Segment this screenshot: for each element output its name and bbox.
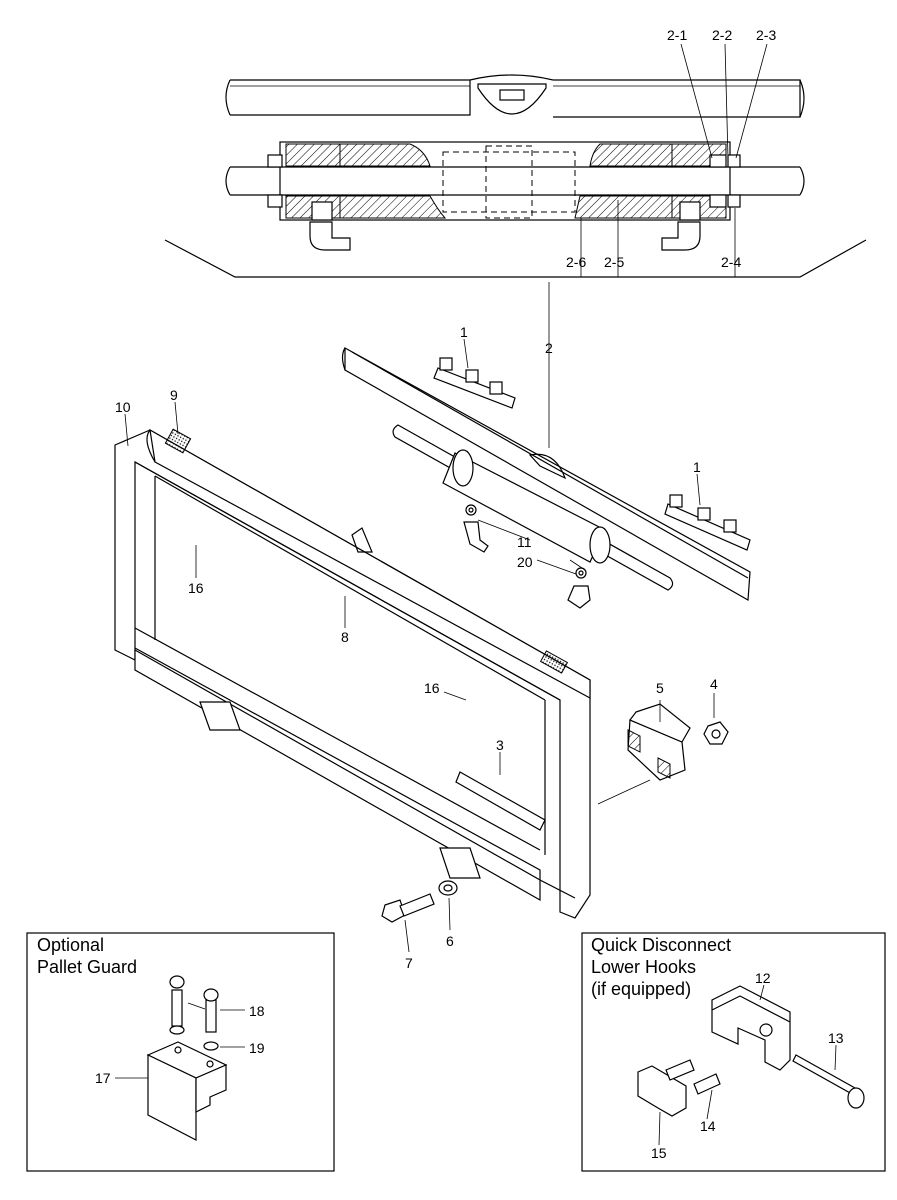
- pallet-guard-inset: [26, 932, 335, 1172]
- callout-1-left: 1: [460, 324, 468, 340]
- lower-hooks-title-line3: (if equipped): [591, 979, 691, 999]
- lower-hooks-title-line2: Lower Hooks: [591, 957, 696, 977]
- callout-1-right: 1: [693, 459, 701, 475]
- cylinder-assembly: [341, 346, 751, 609]
- cylinder-section-detail: [164, 43, 867, 448]
- pallet-guard-title-line1: Optional: [37, 935, 104, 955]
- callout-6: 6: [446, 933, 454, 949]
- callout-20: 20: [517, 554, 533, 570]
- callout-12: 12: [755, 970, 771, 986]
- callout-2: 2: [545, 340, 553, 356]
- callout-7: 7: [405, 955, 413, 971]
- callout-15: 15: [651, 1145, 667, 1161]
- callout-14: 14: [700, 1118, 716, 1134]
- callout-labels: 2-1 2-2 2-3 2-6 2-5 2-4 2 1 1 9 10 11 20…: [37, 27, 844, 1161]
- callout-18: 18: [249, 1003, 265, 1019]
- carriage-frame: [114, 428, 591, 919]
- callout-19: 19: [249, 1040, 265, 1056]
- callout-10: 10: [115, 399, 131, 415]
- lower-hooks-title-line1: Quick Disconnect: [591, 935, 731, 955]
- callout-16-left: 16: [188, 580, 204, 596]
- callout-9: 9: [170, 387, 178, 403]
- hook-parts: [381, 559, 729, 923]
- callout-4: 4: [710, 676, 718, 692]
- callout-2-4: 2-4: [721, 254, 741, 270]
- callout-leaders: [124, 338, 715, 953]
- callout-2-6: 2-6: [566, 254, 586, 270]
- callout-2-1: 2-1: [667, 27, 687, 43]
- callout-11: 11: [517, 534, 532, 550]
- pallet-guard-title-line2: Pallet Guard: [37, 957, 137, 977]
- callout-2-5: 2-5: [604, 254, 624, 270]
- callout-3: 3: [496, 737, 504, 753]
- lower-hooks-inset: [581, 932, 886, 1172]
- callout-17: 17: [95, 1070, 111, 1086]
- callout-16-right: 16: [424, 680, 440, 696]
- callout-8: 8: [341, 629, 349, 645]
- callout-2-2: 2-2: [712, 27, 732, 43]
- callout-13: 13: [828, 1030, 844, 1046]
- callout-5: 5: [656, 680, 664, 696]
- callout-2-3: 2-3: [756, 27, 776, 43]
